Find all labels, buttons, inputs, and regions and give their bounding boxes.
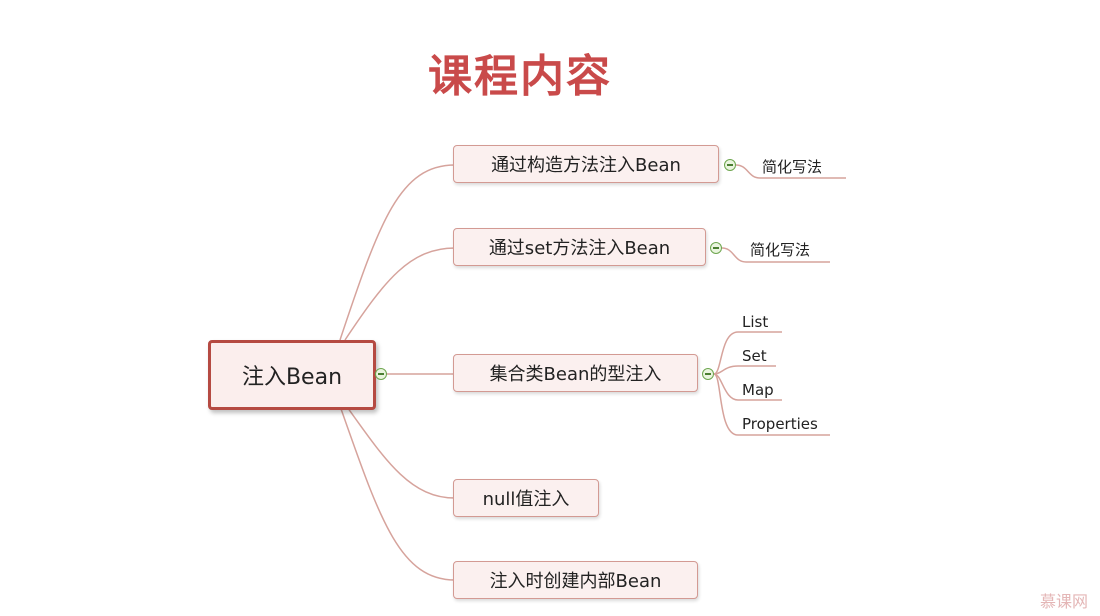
branch-label: 通过构造方法注入Bean bbox=[491, 155, 681, 176]
leaf-properties[interactable]: Properties bbox=[742, 415, 818, 433]
branch-label: null值注入 bbox=[482, 489, 570, 510]
leaf-set[interactable]: Set bbox=[742, 347, 767, 365]
leaf-shorthand-1[interactable]: 简化写法 bbox=[762, 158, 823, 176]
branch-3-collapse-icon[interactable] bbox=[702, 368, 714, 380]
leaf-shorthand-2[interactable]: 简化写法 bbox=[750, 241, 811, 259]
branch-node-constructor[interactable]: 通过构造方法注入Bean bbox=[453, 145, 719, 183]
connector-branch-2-child bbox=[721, 247, 830, 263]
connector-branch-3-properties bbox=[713, 373, 830, 436]
watermark-logo: 慕课网 bbox=[1039, 592, 1088, 611]
connector-root-branch-2 bbox=[344, 247, 456, 341]
branch-2-collapse-icon[interactable] bbox=[710, 242, 722, 254]
root-collapse-icon[interactable] bbox=[375, 368, 387, 380]
connector-root-branch-5 bbox=[339, 405, 456, 581]
leaf-map[interactable]: Map bbox=[742, 381, 774, 399]
branch-node-set-method[interactable]: 通过set方法注入Bean bbox=[453, 228, 706, 266]
page-title: 课程内容 bbox=[428, 51, 612, 102]
root-node[interactable]: 注入Bean bbox=[208, 340, 376, 410]
connector-root-branch-4 bbox=[344, 403, 456, 499]
branch-1-collapse-icon[interactable] bbox=[724, 159, 736, 171]
connector-branch-3-list bbox=[713, 331, 782, 375]
branch-label: 注入时创建内部Bean bbox=[489, 571, 662, 592]
connector-branch-1-child bbox=[735, 164, 846, 179]
connector-branch-3-set bbox=[713, 365, 776, 375]
leaf-list[interactable]: List bbox=[742, 313, 769, 331]
branch-label: 集合类Bean的型注入 bbox=[489, 364, 662, 385]
branch-node-collection[interactable]: 集合类Bean的型注入 bbox=[453, 354, 698, 392]
branch-node-inner-bean[interactable]: 注入时创建内部Bean bbox=[453, 561, 698, 599]
branch-label: 通过set方法注入Bean bbox=[488, 238, 671, 259]
branch-node-null[interactable]: null值注入 bbox=[453, 479, 599, 517]
connector-root-branch-1 bbox=[339, 164, 456, 341]
root-node-label: 注入Bean bbox=[241, 365, 343, 390]
